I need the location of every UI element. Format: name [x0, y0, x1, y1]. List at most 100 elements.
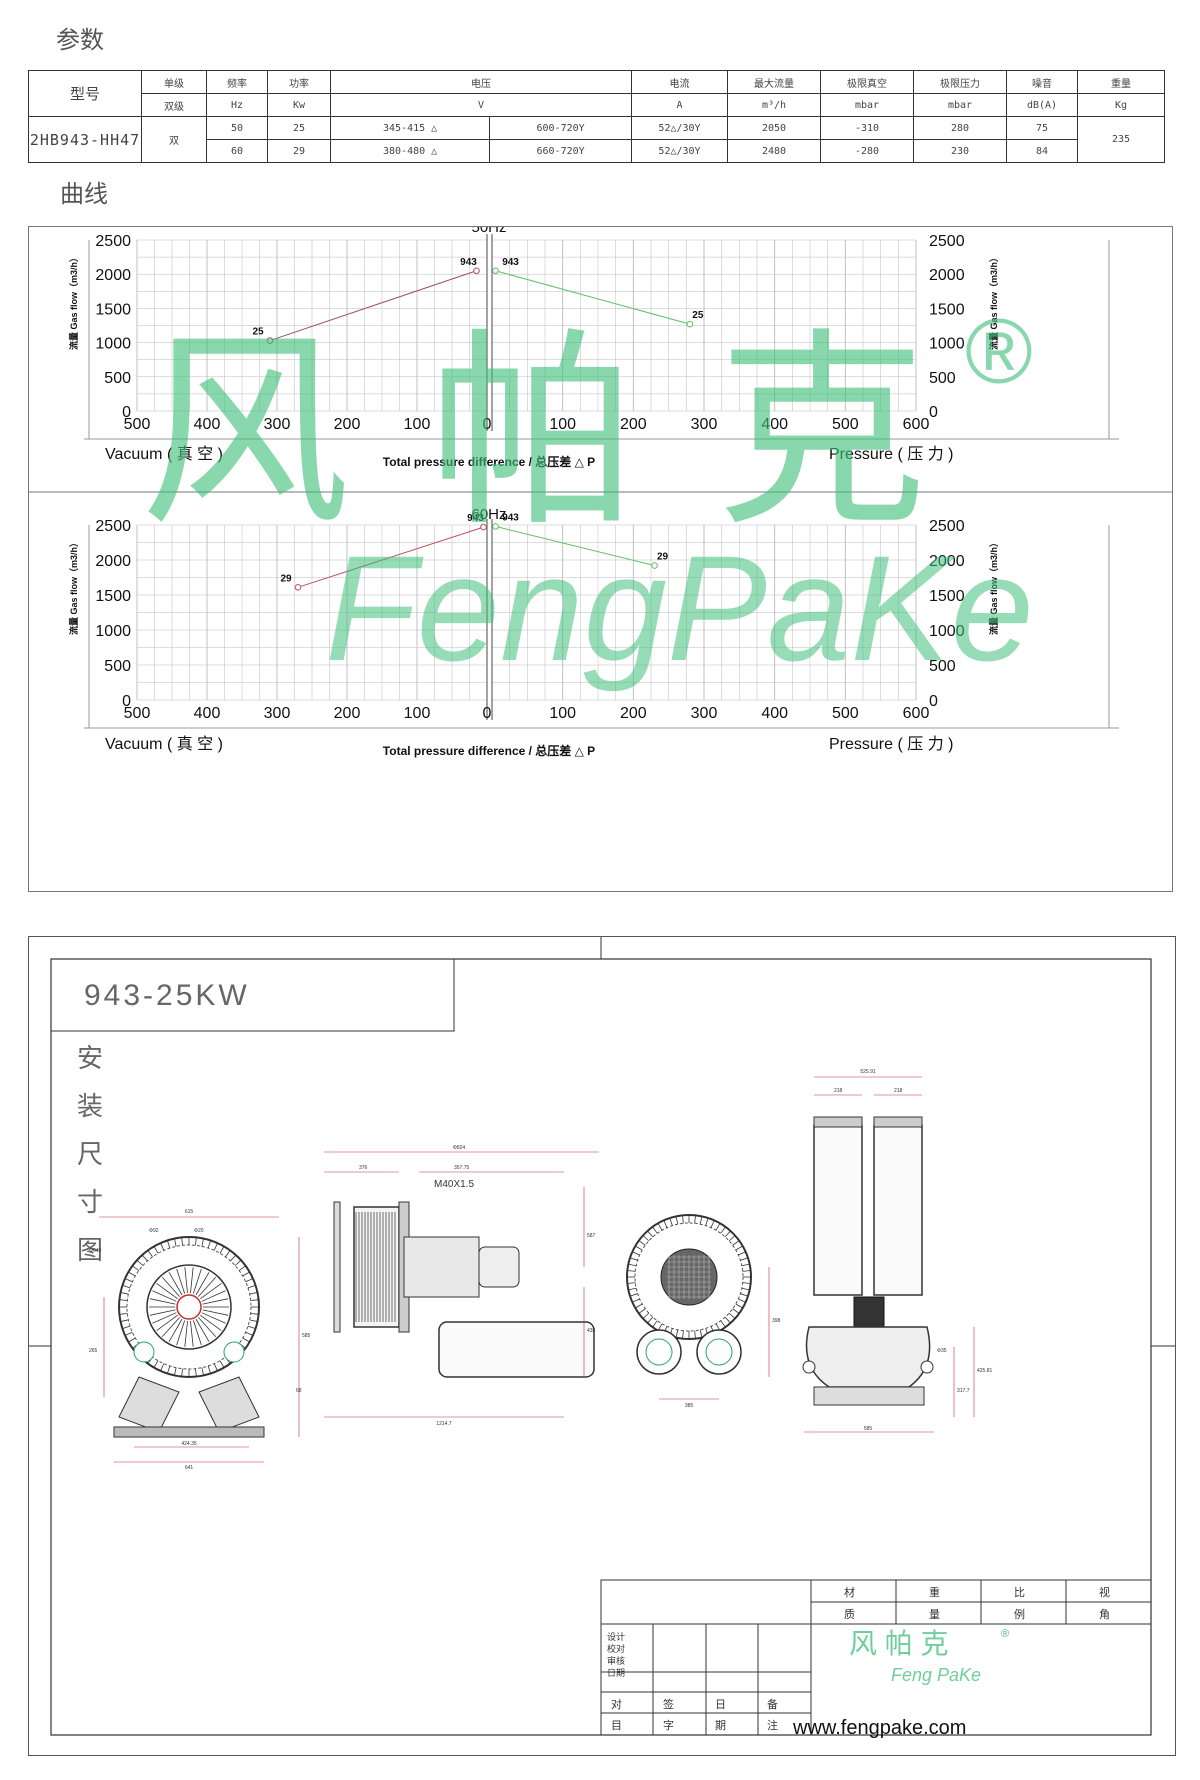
- x-tick-label: 400: [194, 416, 221, 433]
- frequency-header: 频率: [206, 70, 268, 94]
- title-block-cell: 量: [929, 1608, 940, 1621]
- y-tick-label: 2000: [95, 553, 131, 570]
- y-tick-label: 500: [104, 658, 131, 675]
- dim-label: M40X1.5: [434, 1179, 474, 1190]
- rib: [190, 1267, 194, 1294]
- fin: [740, 1257, 749, 1261]
- fin: [628, 1287, 637, 1291]
- drawing-title: 943-25KW: [84, 979, 250, 1012]
- y-axis-label-right: 流量 Gas flow（m3/h）: [988, 538, 999, 635]
- fin: [201, 1238, 204, 1247]
- data-point: [266, 337, 274, 344]
- fin: [694, 1330, 696, 1339]
- title-block-cell: 日: [715, 1699, 726, 1711]
- y-tick-label: 1500: [95, 588, 131, 605]
- x-tick-label: 600: [903, 416, 930, 433]
- voltage-unit: V: [330, 93, 632, 117]
- data-label: 943: [502, 512, 519, 523]
- noise-unit: dB(A): [1006, 93, 1078, 117]
- x-tick-label: 400: [761, 416, 788, 433]
- x-tick-label: 500: [124, 416, 151, 433]
- x-tick-label: 100: [404, 416, 431, 433]
- dim-label: 398: [772, 1318, 781, 1324]
- fin: [174, 1238, 177, 1247]
- fin: [724, 1230, 731, 1238]
- fin: [682, 1215, 684, 1224]
- fin: [160, 1242, 165, 1251]
- fin: [738, 1298, 746, 1303]
- y-tick-label: 2500: [95, 518, 131, 535]
- fin: [663, 1220, 668, 1228]
- fin: [694, 1215, 696, 1224]
- y-tick-label: 1000: [95, 623, 131, 640]
- vacuum-label: Vacuum ( 真 空 ): [105, 445, 223, 463]
- rib: [149, 1309, 176, 1316]
- dim-label: 317.7: [957, 1388, 970, 1394]
- x-tick-label: 400: [194, 705, 221, 722]
- fin: [245, 1278, 254, 1283]
- data-label: 943: [467, 513, 484, 524]
- fin: [249, 1319, 258, 1322]
- y-tick-label: 500: [104, 370, 131, 387]
- dim-label: Φ92: [149, 1228, 159, 1234]
- y-tick-label: 1500: [929, 588, 965, 605]
- rib: [176, 1268, 186, 1294]
- dim-label: 68: [296, 1388, 302, 1394]
- installation-drawing: 943-25KW 安装尺寸图 615 Φ92 Φ20 Φ640 265 585: [28, 936, 1176, 1756]
- fin: [247, 1325, 256, 1330]
- model-header: 型号: [28, 70, 142, 117]
- title-block-cell: 例: [1014, 1607, 1025, 1621]
- rib: [152, 1312, 177, 1324]
- data-label: 943: [502, 257, 519, 268]
- y-tick-label: 2500: [929, 233, 965, 250]
- fin: [213, 1363, 218, 1372]
- title-block-cell: 比: [1014, 1586, 1025, 1599]
- data-point: [651, 562, 658, 569]
- x-tick-label: 300: [264, 705, 291, 722]
- fin: [124, 1331, 133, 1336]
- title-block-cell: 日期: [607, 1668, 625, 1678]
- params-section-title: 参数: [56, 26, 104, 54]
- fin: [250, 1313, 259, 1315]
- x-tick-label: 100: [404, 705, 431, 722]
- fin: [225, 1250, 231, 1258]
- fin: [720, 1226, 726, 1234]
- fin: [128, 1271, 136, 1277]
- fin: [136, 1259, 144, 1266]
- series-line-vacuum: [269, 270, 477, 342]
- power-unit: Kw: [267, 93, 331, 117]
- subtitle-char: 安: [77, 1043, 103, 1073]
- title-block-cell: 设计: [607, 1631, 625, 1642]
- rib: [202, 1298, 229, 1305]
- max-pressure-header: 极限压力: [913, 70, 1007, 94]
- x-tick-label: 0: [483, 416, 492, 433]
- back-view: 398 385: [626, 1214, 781, 1409]
- y-tick-label: 0: [929, 404, 938, 421]
- fin: [247, 1284, 256, 1289]
- fin: [632, 1298, 640, 1303]
- weight-header: 重量: [1077, 70, 1165, 94]
- rib: [202, 1309, 229, 1316]
- fin: [675, 1216, 679, 1225]
- table-cell: 230: [913, 139, 1007, 163]
- fin: [627, 1270, 636, 1272]
- title-block-cell: 重: [929, 1585, 940, 1599]
- rib: [149, 1298, 176, 1305]
- fin: [669, 1217, 673, 1226]
- table-cell: 660-720Y: [489, 139, 632, 163]
- rib: [168, 1272, 183, 1296]
- title-block-cell: 备: [767, 1697, 778, 1711]
- rib: [192, 1320, 202, 1346]
- fin: [647, 1230, 654, 1238]
- x-tick-label: 200: [620, 705, 647, 722]
- fin: [735, 1245, 743, 1251]
- stage-header: 单级: [141, 70, 207, 94]
- fin: [652, 1320, 658, 1328]
- fin: [120, 1292, 129, 1295]
- rib: [195, 1318, 210, 1342]
- rib: [195, 1272, 210, 1296]
- title-block-cell: 目: [611, 1720, 622, 1732]
